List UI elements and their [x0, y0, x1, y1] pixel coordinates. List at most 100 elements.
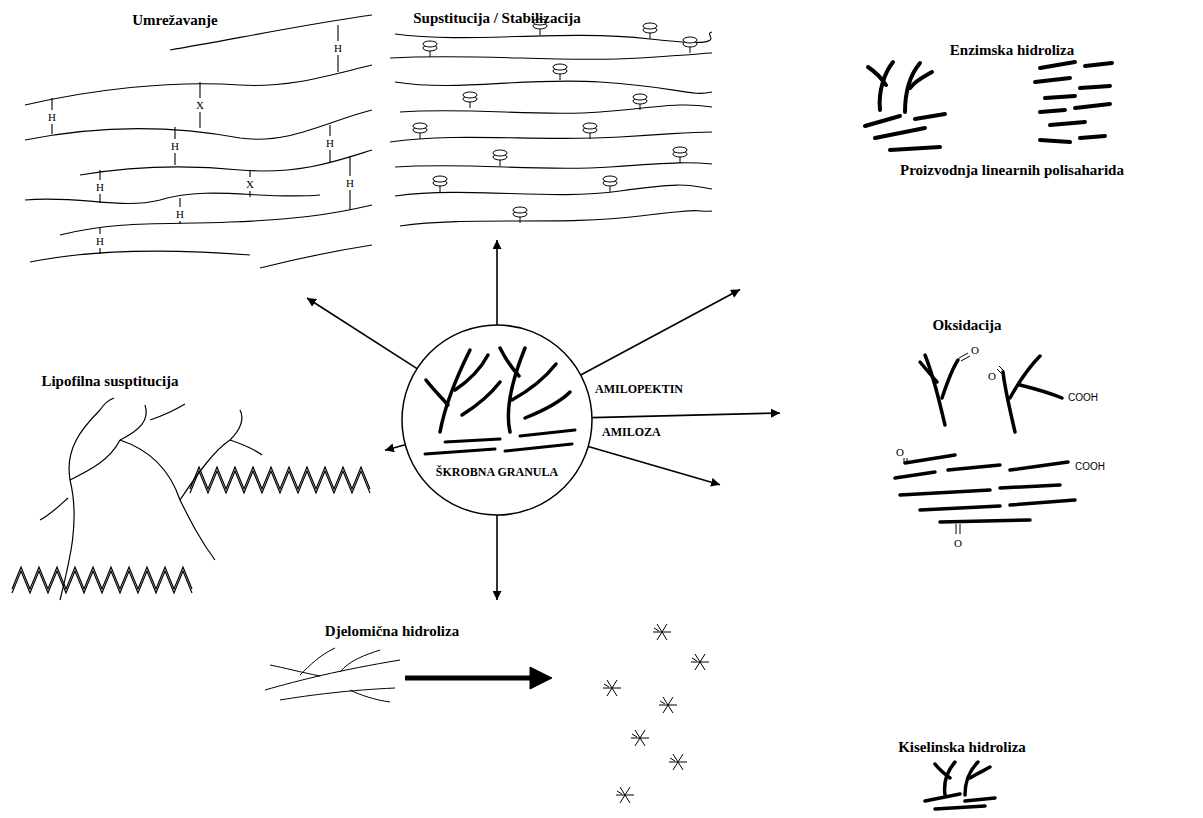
- illustration-stroke: [875, 128, 925, 138]
- illustration-stroke: [349, 190, 350, 210]
- lipophilic-chain: [12, 571, 192, 593]
- modification-arrow: [496, 515, 498, 600]
- illustration-stroke: [553, 64, 567, 80]
- illustration-stroke: [935, 764, 950, 778]
- modification-group: Lipofilna susptitucija: [5, 360, 385, 615]
- illustration-stroke: [910, 72, 932, 88]
- illustration-stroke: [603, 680, 621, 696]
- illustration-stroke: [25, 110, 372, 140]
- illustration-stroke: [925, 355, 945, 425]
- illustration-stroke: [405, 676, 532, 681]
- illustration-stroke: [530, 667, 552, 689]
- illustration-stroke: [1035, 78, 1070, 82]
- illustration-stroke: [493, 150, 507, 166]
- bond-label: H: [334, 42, 342, 54]
- illustration-stroke: [890, 147, 940, 150]
- illustration-stroke: [395, 81, 712, 93]
- illustration-stroke: [683, 37, 697, 53]
- illustration-stroke: [904, 458, 905, 463]
- illustration-stroke: [1010, 500, 1075, 505]
- illustration-stroke: [669, 754, 687, 770]
- modification-group: Umrežavanje: [10, 5, 375, 298]
- illustration-stroke: [920, 362, 937, 382]
- bond-label: H: [346, 177, 354, 189]
- modification-arrow: [307, 298, 417, 369]
- illustration-stroke: [935, 806, 985, 809]
- partial-hydrolysis: [265, 648, 552, 702]
- illustration-stroke: [350, 690, 390, 702]
- illustration-stroke: [337, 25, 338, 41]
- illustration-stroke: [40, 498, 68, 520]
- illustration-stroke: [120, 405, 146, 440]
- illustration-stroke: [60, 205, 372, 235]
- granule-outline: [400, 322, 710, 522]
- granule-outline: [402, 325, 592, 515]
- illustration-stroke: [633, 94, 647, 110]
- illustration-stroke: [455, 355, 488, 390]
- bond-label: H: [96, 235, 104, 247]
- illustration-stroke: [1010, 356, 1040, 398]
- illustration-stroke: [180, 500, 215, 560]
- illustration-stroke: [1040, 110, 1065, 112]
- illustration-stroke: [960, 524, 961, 534]
- illustration-stroke: [956, 524, 957, 534]
- illustration-stroke: [462, 382, 500, 415]
- illustration-stroke: [1075, 104, 1110, 108]
- illustration-stroke: [603, 176, 617, 192]
- illustration-stroke: [179, 198, 180, 207]
- illustration-stroke: [300, 648, 335, 675]
- illustration-stroke: [260, 245, 372, 268]
- modification-title: Enzimska hidroliza: [950, 41, 1074, 59]
- double-bond: [904, 353, 1004, 534]
- illustration-stroke: [329, 150, 330, 162]
- illustration-stroke: [905, 455, 955, 463]
- oxidized-fragments: [895, 355, 1075, 522]
- illustration-stroke: [340, 650, 380, 672]
- substituted-chains: [390, 32, 712, 226]
- structure-label: AMILOZA: [602, 425, 661, 439]
- illustration-stroke: [900, 490, 990, 495]
- group-label: O: [896, 446, 904, 458]
- illustration-stroke: [99, 170, 100, 180]
- group-label: O: [954, 537, 962, 549]
- illustration-stroke: [1000, 485, 1060, 488]
- illustration-stroke: [463, 92, 477, 108]
- illustration-stroke: [395, 163, 712, 169]
- illustration-stroke: [426, 380, 448, 405]
- group-label: O: [971, 344, 979, 356]
- illustration-stroke: [199, 112, 200, 128]
- illustration-stroke: [249, 191, 250, 197]
- modification-arrow: [588, 446, 720, 484]
- granule-content: [425, 348, 575, 454]
- illustration-stroke: [445, 439, 500, 442]
- illustration-stroke: [337, 55, 338, 72]
- bond-label: H: [48, 111, 56, 123]
- fragment-group: [603, 624, 709, 803]
- bond-label: X: [246, 178, 254, 190]
- modification-group: Oksidacija: [780, 310, 1190, 470]
- modification-arrow: [496, 240, 498, 325]
- bond-label: X: [196, 99, 204, 111]
- modification-title: Djelomična hidroliza: [325, 622, 459, 640]
- illustration-stroke: [643, 23, 657, 39]
- illustration-stroke: [940, 520, 1030, 522]
- illustration-stroke: [230, 410, 242, 440]
- illustration-stroke: [174, 127, 175, 139]
- illustration-stroke: [948, 465, 1000, 470]
- illustration-stroke: [1085, 63, 1112, 66]
- bond-label: H: [326, 137, 334, 149]
- illustration-stroke: [653, 624, 671, 640]
- illustration-stroke: [1050, 122, 1085, 125]
- illustration-stroke: [925, 794, 960, 801]
- illustration-stroke: [395, 185, 712, 196]
- illustration-stroke: [100, 398, 114, 410]
- illustration-stroke: [997, 369, 1002, 374]
- illustration-stroke: [433, 176, 447, 192]
- illustration-stroke: [99, 194, 100, 203]
- crosslinked-chains: [25, 15, 372, 268]
- illustration-stroke: [965, 798, 995, 801]
